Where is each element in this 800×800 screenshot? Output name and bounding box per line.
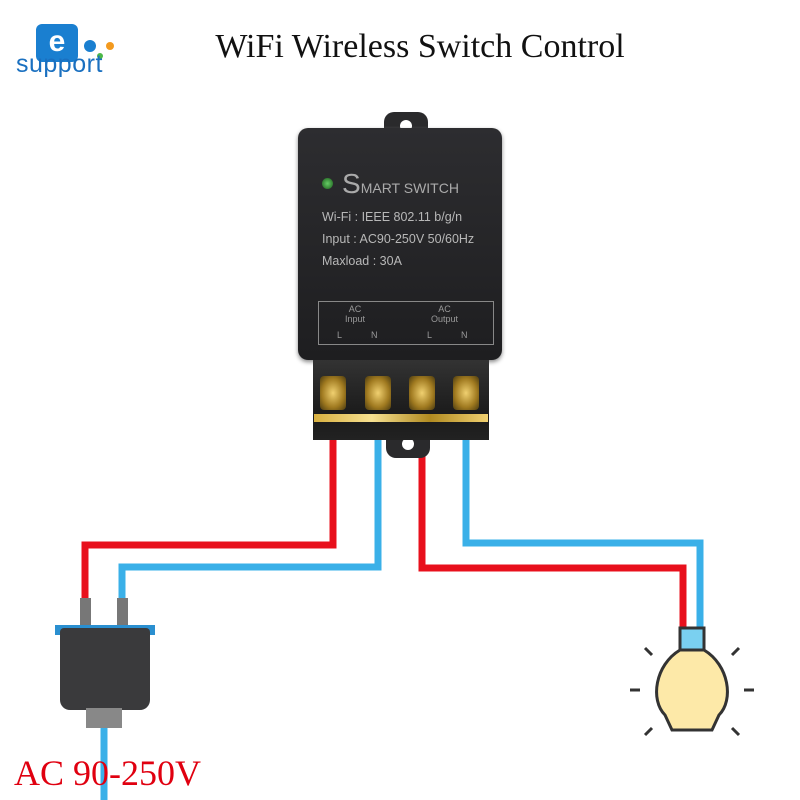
power-plug-icon xyxy=(60,628,150,710)
plug-neck xyxy=(86,708,122,728)
plug-pin-live xyxy=(80,598,91,628)
output-live-wire xyxy=(418,405,687,630)
output-neutral-wire xyxy=(462,405,704,630)
smart-switch-device: SMART SWITCH Wi-Fi : IEEE 802.11 b/g/n I… xyxy=(298,128,502,360)
terminal-screw-output-n xyxy=(453,376,479,410)
page-title: WiFi Wireless Switch Control xyxy=(215,28,625,65)
light-bulb-icon xyxy=(630,626,754,737)
terminal-screw-input-n xyxy=(365,376,391,410)
device-brand: SMART SWITCH xyxy=(342,168,459,200)
output-n: N xyxy=(461,330,468,340)
terminal-plate xyxy=(314,414,488,422)
voltage-label: AC 90-250V xyxy=(14,753,201,793)
brand-initial: S xyxy=(342,168,361,199)
logo-e-box: e xyxy=(36,24,78,62)
input-n: N xyxy=(371,330,378,340)
spec-wifi: Wi-Fi : IEEE 802.11 b/g/n xyxy=(322,210,463,224)
brand-rest: MART SWITCH xyxy=(360,180,459,196)
spec-input: Input : AC90-250V 50/60Hz xyxy=(322,232,475,246)
plug-pin-neutral xyxy=(117,598,128,628)
spec-maxload: Maxload : 30A xyxy=(322,254,402,268)
logo-dots-icon xyxy=(84,40,114,59)
status-led xyxy=(322,178,333,189)
terminal-block xyxy=(313,360,489,440)
input-live-wire xyxy=(81,405,337,605)
logo-word: support xyxy=(16,50,103,78)
output-l: L xyxy=(427,330,433,340)
input-l: L xyxy=(337,330,343,340)
input-neutral-wire xyxy=(118,405,382,605)
terminal-screw-input-l xyxy=(320,376,346,410)
terminal-screw-output-l xyxy=(409,376,435,410)
esupport-logo: e support xyxy=(16,12,126,78)
